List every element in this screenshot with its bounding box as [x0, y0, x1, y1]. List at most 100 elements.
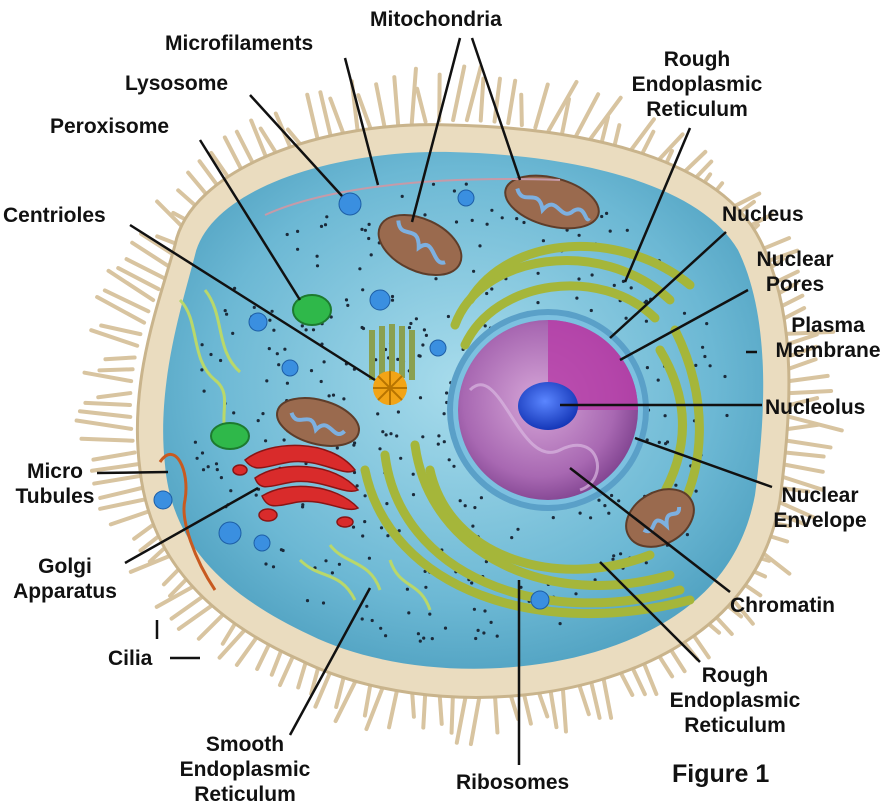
ribosome-dot	[368, 223, 371, 226]
ribosome-dot	[320, 225, 323, 228]
ribosome-dot	[437, 434, 440, 437]
label-centrioles: Centrioles	[3, 203, 106, 228]
label-cilia: Cilia	[108, 646, 152, 671]
label-smooth-er-line2: Endoplasmic	[160, 757, 330, 782]
ribosome-dot	[626, 229, 629, 232]
cilium	[100, 499, 148, 509]
ribosome-dot	[594, 578, 597, 581]
cilium	[521, 95, 522, 125]
cilium	[508, 81, 515, 123]
cilium	[790, 391, 831, 393]
ribosome-dot	[264, 562, 267, 565]
ribosome-dot	[364, 229, 367, 232]
ribosome-dot	[379, 627, 382, 630]
cilium	[85, 373, 132, 381]
ribosome-dot	[510, 536, 513, 539]
ribosome-dot	[408, 326, 411, 329]
ribosome-dot	[320, 380, 323, 383]
ribosome-dot	[322, 601, 325, 604]
ribosome-dot	[385, 502, 388, 505]
ribosome-dot	[422, 637, 425, 640]
ribosome-dot	[447, 315, 450, 318]
ribosome-dot	[465, 183, 468, 186]
label-rough-er-top-line2: Endoplasmic	[617, 72, 777, 97]
ribosome-dot	[412, 493, 415, 496]
ribosome-dot	[395, 434, 398, 437]
ribosome-dot	[386, 534, 389, 537]
ribosome-dot	[209, 353, 212, 356]
cilium	[417, 89, 425, 122]
ribosome-dot	[603, 504, 606, 507]
ribosome-dot	[391, 299, 394, 302]
ribosome-dot	[425, 334, 428, 337]
ribosome-dot	[610, 494, 613, 497]
ribosome-dot	[207, 465, 210, 468]
ribosome-dot	[324, 559, 327, 562]
ribosome-dot	[399, 457, 402, 460]
ribosome-dot	[605, 212, 608, 215]
ribosome-dot	[486, 223, 489, 226]
label-micro-tubules-line2: Tubules	[10, 484, 100, 509]
ribosome-dot	[445, 391, 448, 394]
ribosome-dot	[459, 499, 462, 502]
label-chromatin: Chromatin	[730, 593, 835, 618]
cilium	[453, 67, 464, 121]
cilium	[535, 85, 547, 128]
ribosome-dot	[352, 444, 355, 447]
cilium	[101, 325, 140, 334]
ribosome-dot	[361, 617, 364, 620]
ribosome-dot	[612, 554, 615, 557]
ribosome-dot	[482, 631, 485, 634]
ribosome-dot	[490, 287, 493, 290]
ribosome-dot	[694, 364, 697, 367]
label-rough-er-top-line1: Rough	[617, 47, 777, 72]
cilium	[94, 476, 140, 484]
ribosome-dot	[306, 599, 309, 602]
ribosome-dot	[630, 286, 633, 289]
cilium	[100, 487, 144, 498]
peroxisome-shape-2	[211, 423, 249, 449]
ribosome-dot	[301, 503, 304, 506]
ribosome-dot	[443, 412, 446, 415]
ribosome-dot	[501, 216, 504, 219]
ribosome-dot	[537, 272, 540, 275]
ribosome-dot	[406, 588, 409, 591]
ribosome-dot	[363, 520, 366, 523]
figure-caption: Figure 1	[672, 762, 769, 787]
ribosome-dot	[645, 320, 648, 323]
ribosome-dot	[437, 443, 440, 446]
ribosome-dot	[664, 414, 667, 417]
ribosome-dot	[215, 462, 218, 465]
ribosome-dot	[261, 412, 264, 415]
label-nuclear-pores-line1: Nuclear	[740, 247, 850, 272]
label-micro-tubules-line1: Micro	[10, 459, 100, 484]
ribosome-dot	[574, 592, 577, 595]
cilium	[481, 79, 484, 121]
ribosome-dot	[725, 414, 728, 417]
ribosome-dot	[255, 494, 258, 497]
ribosome-dot	[474, 637, 477, 640]
label-nuclear-envelope: Nuclear Envelope	[760, 483, 880, 533]
ribosome-dot	[579, 511, 582, 514]
ribosome-dot	[703, 355, 706, 358]
cilium	[111, 510, 153, 524]
ribosome-dot	[338, 563, 341, 566]
ribosome-dot	[232, 411, 235, 414]
ribosome-dot	[272, 565, 275, 568]
ribosome-dot	[397, 410, 400, 413]
ribosome-dot	[328, 394, 331, 397]
ribosome-dot	[412, 473, 415, 476]
ribosome-dot	[428, 613, 431, 616]
ribosome-dot	[268, 347, 271, 350]
ribosome-dot	[332, 394, 335, 397]
ribosome-dot	[384, 634, 387, 637]
ribosome-dot	[358, 267, 361, 270]
label-rough-er-top-line3: Reticulum	[617, 97, 777, 122]
ribosome-dot	[419, 396, 422, 399]
ribosome-dot	[253, 306, 256, 309]
ribosome-dot	[613, 284, 616, 287]
label-micro-tubules: Micro Tubules	[10, 459, 100, 509]
ribosome-dot	[577, 277, 580, 280]
ribosome-dot	[575, 297, 578, 300]
ribosome-dot	[272, 329, 275, 332]
